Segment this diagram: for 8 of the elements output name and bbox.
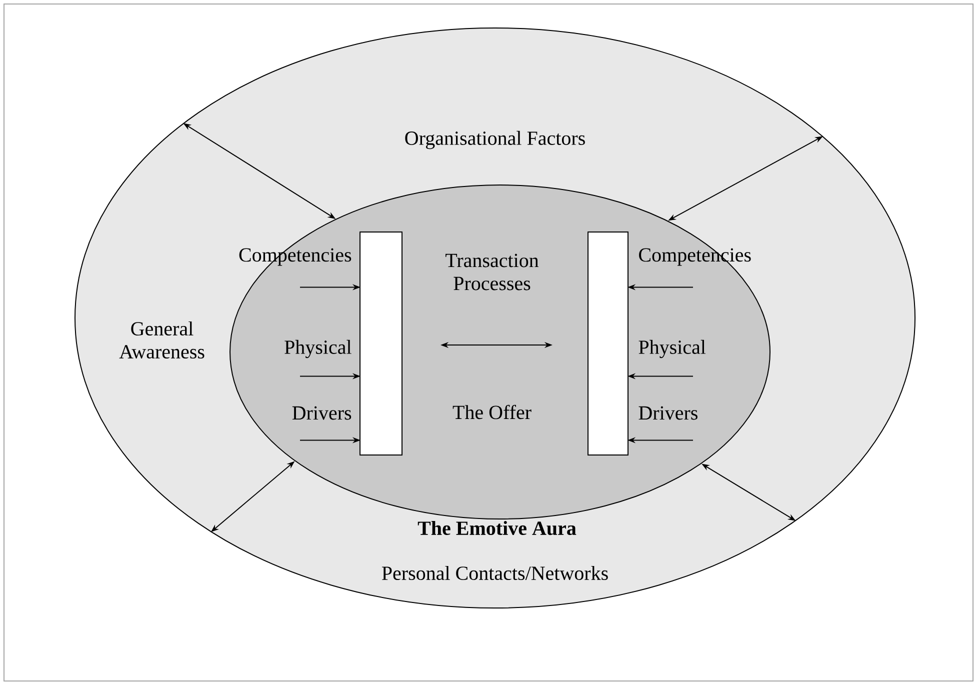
region-label: Personal Contacts/Networks [382,566,608,580]
bar [588,232,628,456]
region-label: Organisational Factors [405,130,585,150]
region-label: General Awareness [119,321,204,359]
region-label: Transaction Processes [446,254,539,290]
region-label: The Offer [452,404,532,420]
bar [360,232,402,456]
region-label: The Emotive Aura [418,520,576,536]
